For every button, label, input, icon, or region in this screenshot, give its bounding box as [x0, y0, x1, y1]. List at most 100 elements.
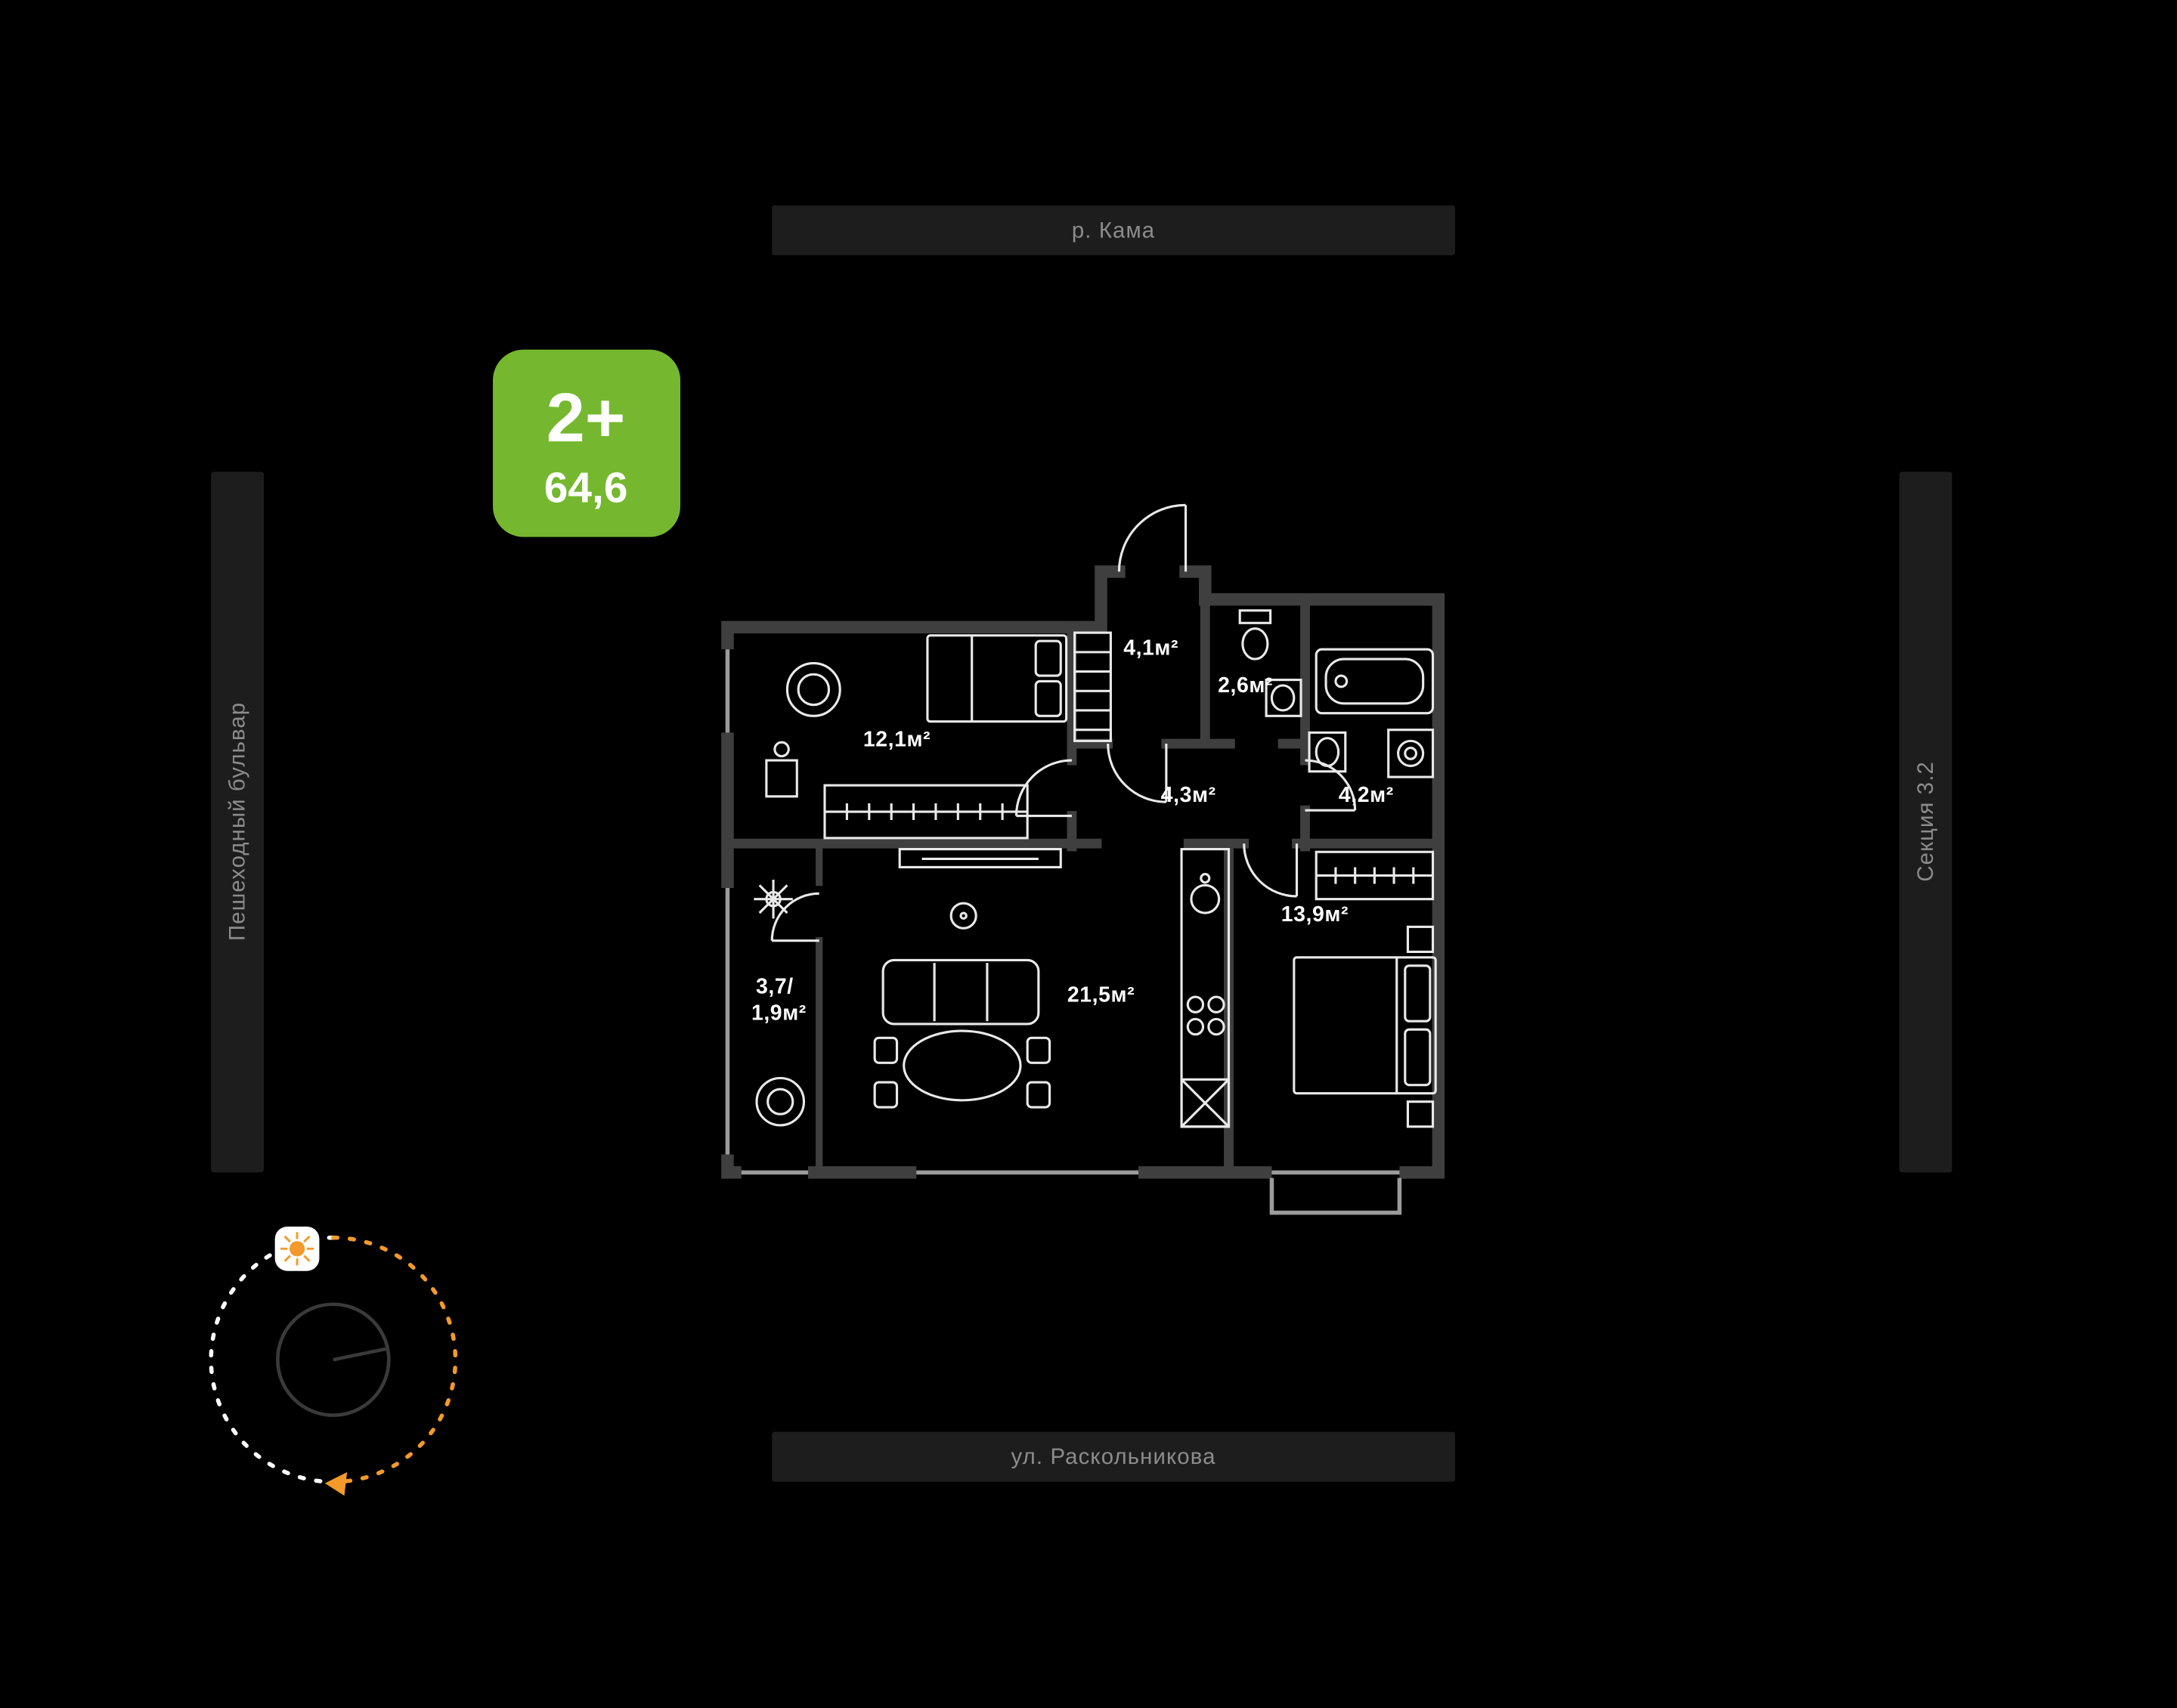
door-arc-bedroom2 — [1243, 843, 1299, 898]
badge-area-value: 64,6 — [544, 464, 628, 512]
fridge-icon — [1180, 1078, 1231, 1128]
bed-icon — [926, 634, 1068, 723]
bedroom-1-furniture — [765, 634, 1072, 840]
kitchen-sink-icon — [1190, 883, 1221, 914]
bedroom-2-furniture — [1243, 843, 1437, 1128]
stove-burner — [1186, 995, 1205, 1013]
balcony-furniture — [754, 879, 819, 1127]
pillow-icon — [1034, 639, 1062, 677]
chair-icon — [1026, 1036, 1051, 1064]
room-label-bathroom: 4,2м² — [1339, 783, 1394, 807]
windows — [719, 649, 1402, 1215]
section-name-right: Секция 3.2 — [1913, 761, 1938, 882]
room-label-bedroom-1: 12,1м² — [863, 728, 931, 752]
bathtub-inner — [1324, 658, 1425, 705]
stove-burner — [1207, 1017, 1225, 1036]
bathroom-small-furniture — [1238, 609, 1302, 717]
living-kitchen-furniture — [873, 848, 1231, 1128]
street-bar-bottom: ул. Раскольникова — [772, 1431, 1455, 1482]
street-name-bottom: ул. Раскольникова — [1011, 1444, 1216, 1469]
bathtub-icon — [1315, 648, 1435, 715]
door-arc-hall — [1107, 744, 1168, 803]
compass — [209, 1226, 458, 1496]
nightstand-icon — [1406, 1100, 1435, 1128]
chair-icon — [873, 1081, 899, 1109]
toilet-icon — [1241, 627, 1269, 661]
nightstand-icon — [1406, 925, 1435, 953]
stove-burner — [1207, 995, 1225, 1013]
ceiling-lamp-icon — [949, 902, 977, 930]
floor-plan: 4,1м² 2,6м² 12,1м² 4,3м² 4,2м² 13,9м² 21… — [719, 503, 1445, 1215]
room-label-bathroom-small: 2,6м² — [1218, 673, 1273, 698]
street-name-top: р. Кама — [1072, 218, 1155, 243]
sun-rays — [280, 1232, 314, 1266]
armchair-inner — [797, 673, 831, 707]
room-labels: 4,1м² 2,6м² 12,1м² 4,3м² 4,2м² 13,9м² 21… — [751, 636, 1394, 1026]
badge-rooms-count: 2+ — [547, 379, 626, 456]
small-balcony-railing — [1269, 1177, 1402, 1215]
toilet-tank — [1238, 609, 1272, 624]
street-bar-left-bg — [211, 472, 264, 1173]
compass-white-arc — [209, 1235, 336, 1484]
pillow-icon — [1404, 1028, 1432, 1087]
badge-bg — [493, 349, 680, 537]
room-label-living-kitchen: 21,5м² — [1067, 983, 1135, 1007]
kitchen-faucet — [1200, 873, 1211, 884]
sink-bowl — [1270, 684, 1296, 712]
street-bar-top: р. Кама — [772, 205, 1455, 255]
hallway-furniture — [1073, 503, 1188, 803]
chair-icon — [1026, 1081, 1051, 1109]
door-arc-balcony — [770, 892, 819, 942]
dresser-icon — [765, 759, 798, 798]
sink-icon — [1265, 679, 1302, 717]
dining-table-icon — [903, 1029, 1022, 1102]
compass-dial-hand — [333, 1347, 388, 1362]
chair-icon — [873, 1036, 899, 1064]
hall-closet-icon — [1073, 631, 1112, 742]
room-label-balcony-line2: 1,9м² — [751, 1001, 807, 1025]
ceiling-lamp-center — [959, 911, 968, 920]
bed-icon — [1293, 956, 1437, 1095]
entrance-door-arc — [1117, 503, 1188, 572]
street-bar-right-bg — [1899, 472, 1952, 1173]
wardrobe-rail — [1316, 867, 1433, 884]
apartment-type-badge: 2+ 64,6 — [493, 349, 680, 537]
room-label-hallway: 4,1м² — [1123, 636, 1178, 661]
mirror-icon — [773, 741, 790, 758]
compass-orange-arc — [331, 1235, 458, 1484]
balcony-chair-inner — [766, 1088, 794, 1115]
plant-pot — [765, 890, 782, 908]
room-label-balcony-line1: 3,7/ — [756, 975, 794, 999]
street-name-left: Пешеходный бульвар — [225, 702, 250, 941]
street-bar-bottom-bg — [772, 1431, 1455, 1482]
sun-icon — [274, 1226, 320, 1271]
sun-core — [289, 1241, 305, 1257]
pillow-icon — [1034, 679, 1062, 717]
sofa-cushions — [933, 963, 989, 1022]
pillow-icon — [1404, 964, 1432, 1023]
walls-interior — [723, 594, 1444, 1177]
street-bar-left: Пешеходный бульвар — [211, 472, 264, 1173]
washing-machine-icon — [1387, 729, 1435, 778]
fridge-cross — [1180, 1078, 1230, 1128]
bathroom-furniture — [1305, 648, 1435, 812]
street-bar-right: Секция 3.2 — [1899, 472, 1952, 1173]
tv-stand-icon — [898, 848, 1062, 869]
washer-drum — [1397, 739, 1425, 767]
compass-inner-dial — [276, 1302, 391, 1417]
door-arc-bedroom1 — [1014, 759, 1072, 818]
washer-drum-inner — [1404, 746, 1418, 760]
balcony-chair-icon — [755, 1076, 806, 1127]
wardrobe-rail — [825, 803, 1028, 821]
door-arc-bathroom — [1305, 759, 1357, 812]
bathtub-drain — [1334, 674, 1349, 688]
stove-burner — [1186, 1017, 1205, 1036]
room-label-bedroom-2: 13,9м² — [1281, 902, 1349, 927]
walls-exterior — [721, 565, 1445, 1179]
armchair-icon — [785, 662, 841, 717]
hall-closet-shelves — [1074, 651, 1111, 732]
sofa-icon — [881, 958, 1040, 1026]
street-bar-top-bg — [772, 205, 1455, 255]
